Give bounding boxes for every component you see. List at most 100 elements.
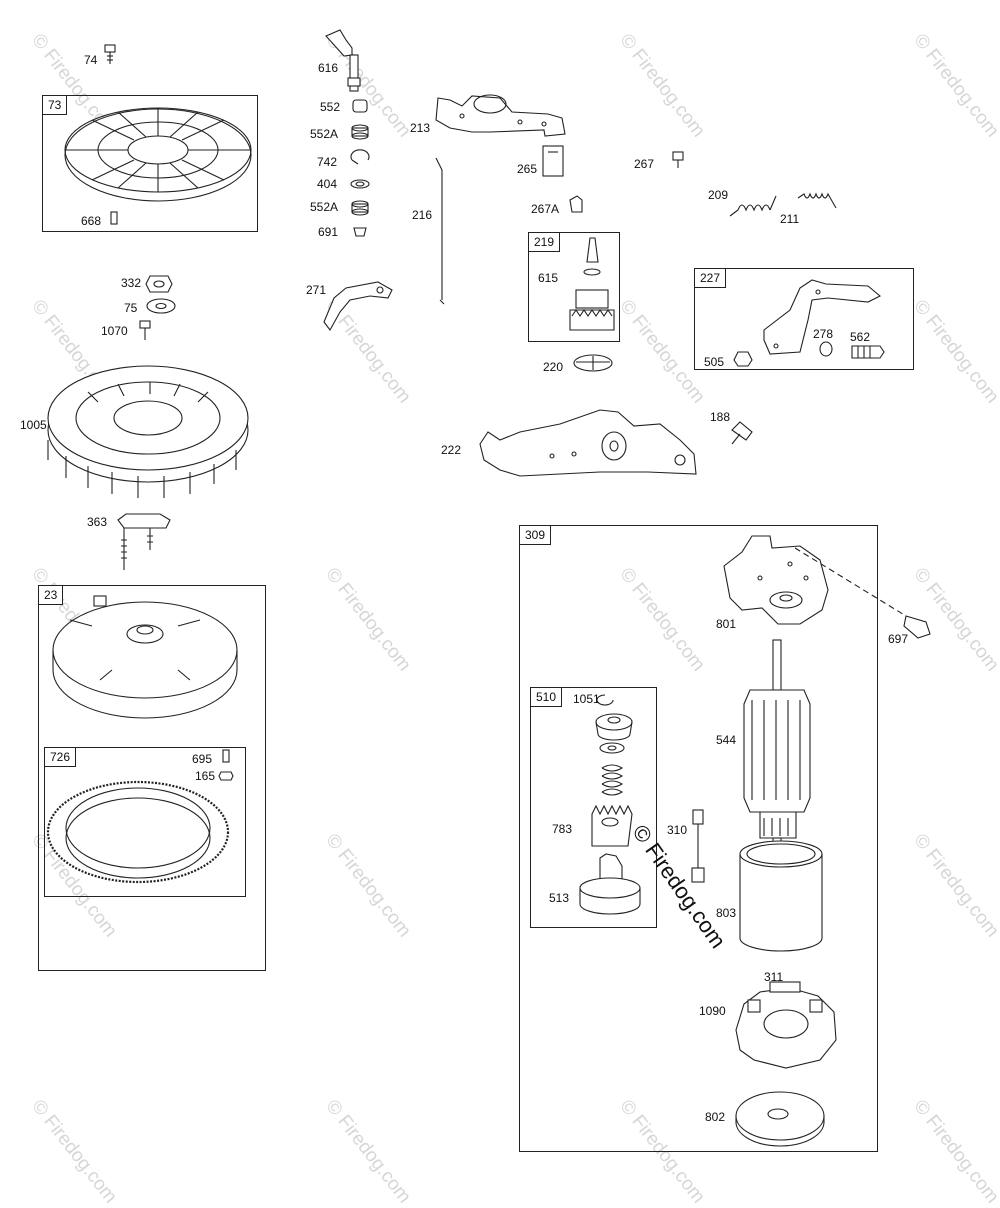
washer-404-icon bbox=[350, 179, 370, 189]
drive-513-icon bbox=[579, 853, 641, 915]
screw-695-icon bbox=[222, 749, 230, 763]
link-216-icon bbox=[435, 157, 445, 305]
governor-shaft-616-icon bbox=[325, 29, 361, 92]
washer-icon bbox=[599, 742, 625, 754]
bushing-552a-icon bbox=[351, 200, 369, 216]
ring-gear-726-icon bbox=[46, 780, 230, 884]
part-label: 211 bbox=[780, 212, 800, 226]
screw-562-icon bbox=[851, 345, 885, 359]
box-label-510: 510 bbox=[530, 687, 563, 707]
box-label-227: 227 bbox=[694, 268, 727, 288]
part-label: 802 bbox=[705, 1110, 726, 1124]
part-label: 695 bbox=[192, 752, 213, 766]
part-label: 783 bbox=[552, 822, 573, 836]
part-label: 742 bbox=[317, 155, 338, 169]
screw-188-icon bbox=[731, 421, 753, 445]
group-box-510: 510 bbox=[530, 687, 657, 928]
washer-691-icon bbox=[353, 227, 367, 237]
clip-742-icon bbox=[350, 149, 370, 165]
box-label-309: 309 bbox=[519, 525, 552, 545]
spring-211-icon bbox=[797, 192, 837, 209]
bolt-74-icon bbox=[104, 44, 116, 64]
part-label: 271 bbox=[306, 283, 327, 297]
lever-271-icon bbox=[323, 281, 393, 332]
bracket-265-icon bbox=[542, 145, 564, 177]
part-label: 267 bbox=[634, 157, 655, 171]
part-label: 616 bbox=[318, 61, 339, 75]
part-label: 801 bbox=[716, 617, 737, 631]
group-box-23: 23 bbox=[38, 585, 266, 971]
washer-552-icon bbox=[352, 99, 368, 113]
governor-lever-227-icon bbox=[763, 279, 881, 355]
bushing-278-icon bbox=[819, 341, 833, 357]
part-label: 1005 bbox=[20, 418, 47, 432]
part-label: 1070 bbox=[101, 324, 128, 338]
part-label: 404 bbox=[317, 177, 338, 191]
screw-267a-icon bbox=[569, 195, 583, 213]
pinion-783-icon bbox=[591, 804, 633, 847]
group-box-309: 309 bbox=[519, 525, 878, 1152]
part-label: 74 bbox=[84, 53, 98, 67]
box-label-73: 73 bbox=[42, 95, 68, 115]
pin-668-icon bbox=[110, 211, 118, 225]
end-cap-802-icon bbox=[735, 1091, 825, 1147]
part-label: 222 bbox=[441, 443, 462, 457]
end-cap-801-icon bbox=[723, 535, 829, 625]
through-bolt-310-icon bbox=[691, 809, 705, 883]
leader-dashed bbox=[794, 547, 907, 617]
part-label: 552A bbox=[310, 127, 339, 141]
bracket-363-icon bbox=[117, 513, 171, 570]
part-label: 1090 bbox=[699, 1004, 726, 1018]
screw-1070-icon bbox=[139, 320, 151, 340]
spring-209-icon bbox=[729, 195, 777, 217]
part-label: 615 bbox=[538, 271, 559, 285]
part-label: 363 bbox=[87, 515, 108, 529]
brush-holder-311-icon bbox=[735, 981, 837, 1069]
group-box-73: 73 bbox=[42, 95, 258, 232]
part-label: 220 bbox=[543, 360, 564, 374]
nut-332-icon bbox=[145, 275, 173, 293]
part-label: 209 bbox=[708, 188, 729, 202]
group-box-227: 227 bbox=[694, 268, 914, 370]
control-bracket-222-icon bbox=[479, 409, 697, 477]
group-box-219: 219 bbox=[528, 232, 620, 342]
cap-icon bbox=[595, 713, 633, 741]
part-label: 188 bbox=[710, 410, 731, 424]
part-label: 552 bbox=[320, 100, 341, 114]
group-box-726: 726 bbox=[44, 747, 246, 897]
spring-icon bbox=[601, 764, 624, 796]
part-label: 278 bbox=[813, 327, 834, 341]
blower-screen-73-icon bbox=[64, 107, 252, 202]
nut-165-icon bbox=[218, 771, 234, 781]
retainer-ring-1051-icon bbox=[596, 694, 614, 706]
flywheel-23-icon bbox=[52, 595, 238, 719]
part-label: 165 bbox=[195, 769, 216, 783]
flywheel-fan-1005-icon bbox=[47, 365, 249, 498]
part-label: 513 bbox=[549, 891, 570, 905]
cup-220-icon bbox=[573, 354, 613, 372]
part-label: 697 bbox=[888, 632, 909, 646]
governor-gear-219-icon bbox=[569, 237, 615, 331]
part-label: 1051 bbox=[573, 692, 600, 706]
nut-505-icon bbox=[733, 351, 753, 367]
screw-697-icon bbox=[903, 615, 931, 639]
part-label: 803 bbox=[716, 906, 737, 920]
armature-544-icon bbox=[743, 639, 811, 853]
motor-housing-803-icon bbox=[739, 840, 823, 952]
part-label: 213 bbox=[410, 121, 431, 135]
box-label-23: 23 bbox=[38, 585, 64, 605]
part-label: 562 bbox=[850, 330, 871, 344]
part-label: 265 bbox=[517, 162, 538, 176]
part-label: 691 bbox=[318, 225, 339, 239]
part-label: 267A bbox=[531, 202, 560, 216]
governor-bracket-213-icon bbox=[435, 94, 566, 137]
part-label: 216 bbox=[412, 208, 433, 222]
washer-75-icon bbox=[146, 298, 176, 314]
bushing-552a-icon bbox=[351, 124, 369, 140]
part-label: 552A bbox=[310, 200, 339, 214]
part-label: 505 bbox=[704, 355, 725, 369]
part-label: 544 bbox=[716, 733, 737, 747]
box-label-219: 219 bbox=[528, 232, 561, 252]
screw-267-icon bbox=[672, 151, 684, 168]
